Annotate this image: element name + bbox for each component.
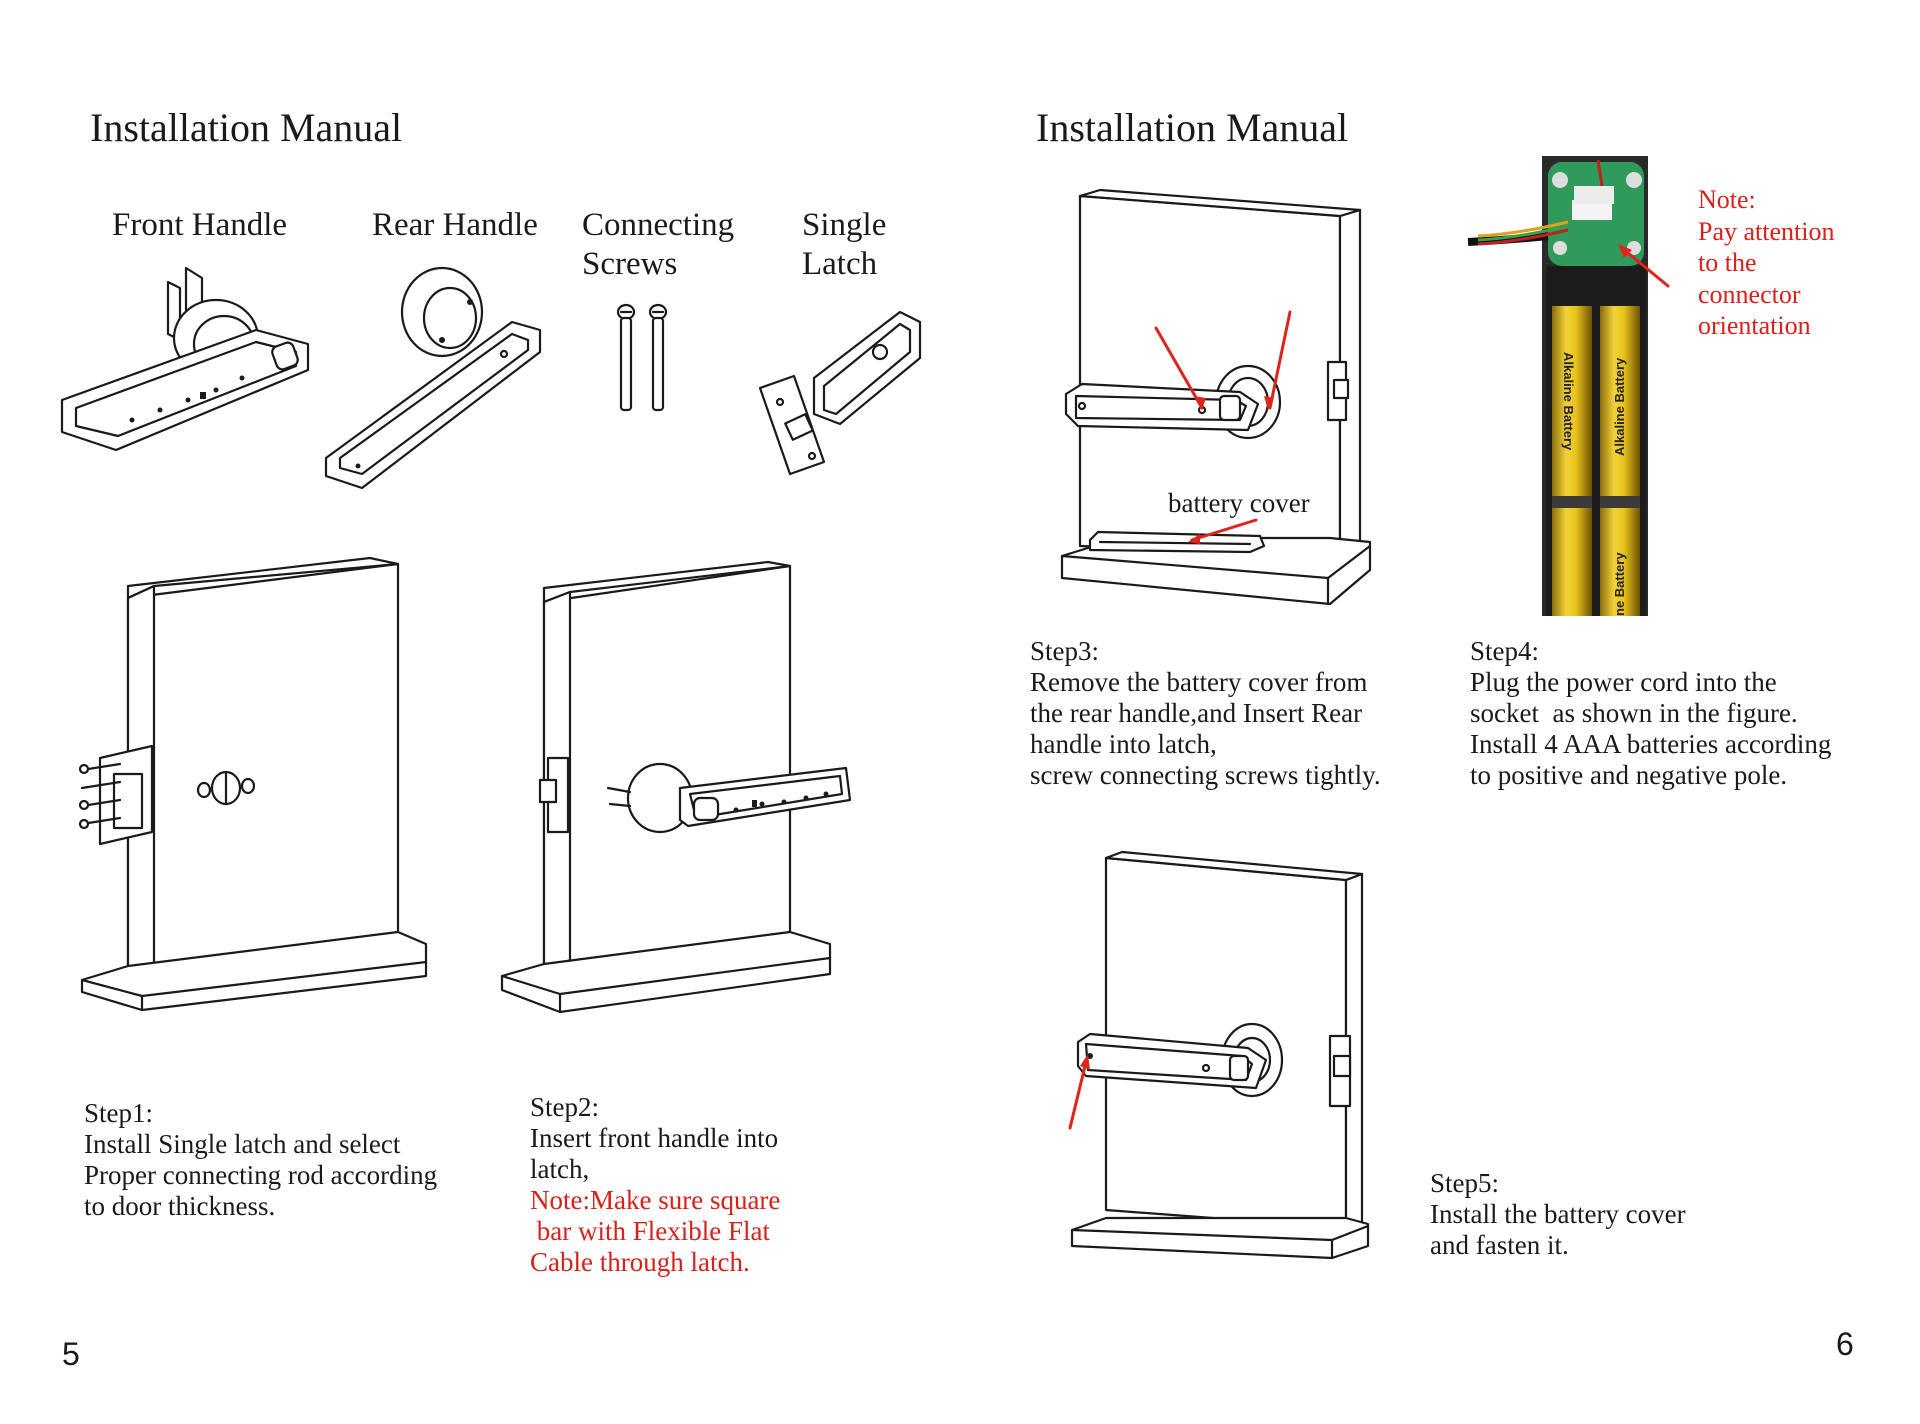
front-handle-label: Front Handle xyxy=(112,207,288,243)
step3-door-illustration xyxy=(1060,186,1380,616)
left-page-number: 5 xyxy=(62,1336,80,1372)
step5-heading: Step5: xyxy=(1430,1168,1500,1198)
step2-note-line: Note:Make sure square xyxy=(530,1185,781,1215)
step4-line: to positive and negative pole. xyxy=(1470,760,1788,790)
step1-line: Install Single latch and select xyxy=(84,1129,401,1159)
step1-text: Step1: Install Single latch and select P… xyxy=(84,1098,437,1222)
connector-note-line: orientation xyxy=(1698,311,1811,340)
step1-line: to door thickness. xyxy=(84,1191,276,1221)
step1-heading: Step1: xyxy=(84,1098,154,1128)
front-handle-illustration xyxy=(56,260,316,485)
right-page-title: Installation Manual xyxy=(1036,105,1349,150)
step2-note-line: bar with Flexible Flat xyxy=(530,1216,770,1246)
step2-text: Step2: Insert front handle into latch, N… xyxy=(530,1092,780,1278)
connecting-screws-label-line2: Screws xyxy=(582,246,678,282)
step2-door-illustration xyxy=(500,562,850,1022)
step3-line: handle into latch, xyxy=(1030,729,1217,759)
step3-line: the rear handle,and Insert Rear xyxy=(1030,698,1363,728)
connector-note-line: Note: xyxy=(1698,185,1756,214)
step3-line: Remove the battery cover from xyxy=(1030,667,1368,697)
single-latch-label-line2: Latch xyxy=(802,246,878,282)
step4-text: Step4: Plug the power cord into the sock… xyxy=(1470,636,1831,791)
step5-door-illustration xyxy=(1066,848,1366,1258)
step4-line: Install 4 AAA batteries according xyxy=(1470,729,1832,759)
connector-note-line: Pay attention xyxy=(1698,216,1835,246)
single-latch-label-line1: Single xyxy=(802,207,887,243)
step1-door-illustration xyxy=(80,556,440,1026)
step2-note-line: Cable through latch. xyxy=(530,1247,750,1277)
step4-line: Plug the power cord into the xyxy=(1470,667,1777,697)
step2-line: latch, xyxy=(530,1154,590,1184)
step1-line: Proper connecting rod according xyxy=(84,1160,438,1190)
connecting-screws-label: Connecting Screws xyxy=(582,206,734,284)
right-page-number: 6 xyxy=(1836,1326,1854,1362)
step3-heading: Step3: xyxy=(1030,636,1100,666)
connecting-screws-illustration xyxy=(608,302,678,412)
battery-label-2: Alkaline Battery xyxy=(1612,357,1627,456)
step3-line: screw connecting screws tightly. xyxy=(1030,760,1381,790)
connecting-screws-label-line1: Connecting xyxy=(582,207,735,243)
connector-note-line: to the xyxy=(1698,248,1757,277)
step4-line: socket as shown in the figure. xyxy=(1470,698,1798,728)
left-page-title: Installation Manual xyxy=(90,105,403,150)
battery-cover-label: battery cover xyxy=(1168,488,1310,518)
rear-handle-illustration xyxy=(322,262,552,492)
step5-line: Install the battery cover xyxy=(1430,1199,1686,1229)
connector-note: Note: Pay attention to the connector ori… xyxy=(1698,184,1834,342)
rear-handle-label: Rear Handle xyxy=(372,207,538,243)
battery-compartment-photo: Alkaline Battery Alkaline Battery ne Bat… xyxy=(1468,156,1668,616)
step5-text: Step5: Install the battery cover and fas… xyxy=(1430,1168,1686,1261)
connector-note-line: connector xyxy=(1698,279,1801,309)
single-latch-illustration xyxy=(760,306,920,476)
step2-heading: Step2: xyxy=(530,1092,600,1122)
step4-heading: Step4: xyxy=(1470,636,1540,666)
single-latch-label: Single Latch xyxy=(802,206,886,284)
step2-line: Insert front handle into xyxy=(530,1123,779,1153)
step3-text: Step3: Remove the battery cover from the… xyxy=(1030,636,1381,791)
battery-label-1: Alkaline Battery xyxy=(1561,352,1576,451)
battery-label-3: ne Battery xyxy=(1612,552,1627,616)
step5-line: and fasten it. xyxy=(1430,1230,1569,1260)
